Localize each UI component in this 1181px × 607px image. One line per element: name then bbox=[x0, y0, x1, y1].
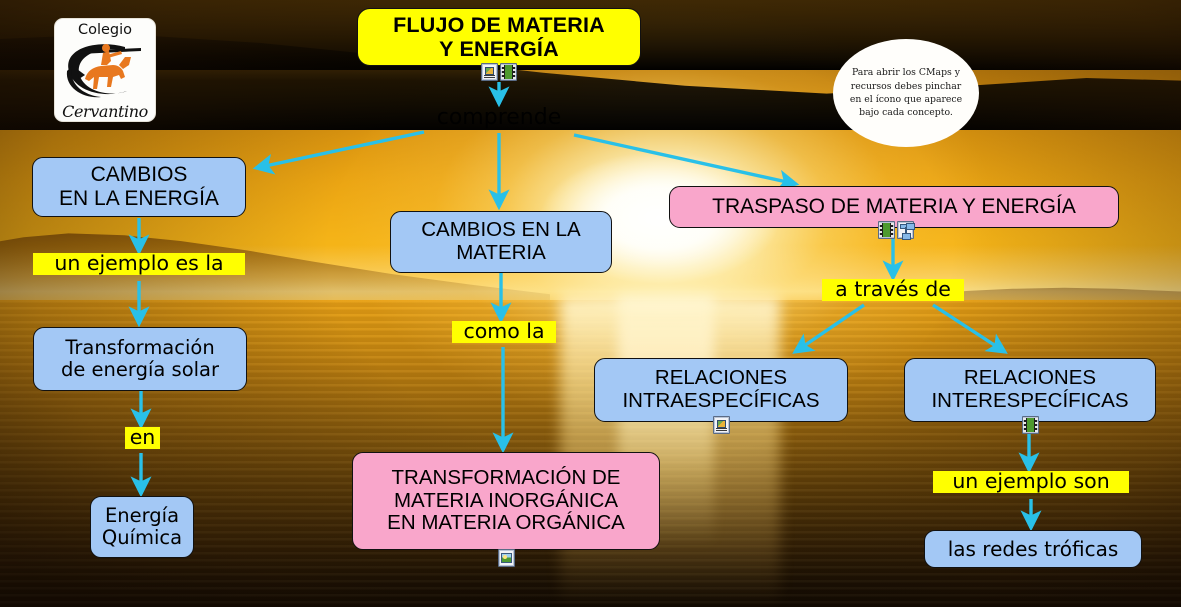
icon-row-title bbox=[479, 62, 519, 81]
document-icon[interactable] bbox=[481, 62, 498, 81]
school-logo: Colegio Cervantino bbox=[54, 18, 156, 122]
concept-energia-quimica[interactable]: Energía Química bbox=[90, 496, 194, 558]
link-label-a-traves-de: a través de bbox=[822, 278, 964, 301]
icon-row-traspaso bbox=[876, 220, 916, 239]
concept-cambios-en-la-energia[interactable]: CAMBIOS EN LA ENERGÍA bbox=[32, 157, 246, 217]
concept-relaciones-intraespecificas[interactable]: RELACIONES INTRAESPECÍFICAS bbox=[594, 358, 848, 422]
instruction-note-bubble: Para abrir los CMaps y recursos debes pi… bbox=[833, 39, 979, 147]
film-icon[interactable] bbox=[500, 62, 517, 81]
concept-cambios-en-la-materia[interactable]: CAMBIOS EN LA MATERIA bbox=[390, 211, 612, 273]
instruction-note-text: Para abrir los CMaps y recursos debes pi… bbox=[849, 67, 963, 119]
picture-icon[interactable] bbox=[497, 548, 515, 567]
icon-row-transformacion-inorganica bbox=[496, 548, 516, 567]
link-label-en: en bbox=[125, 426, 160, 449]
link-label-como-la: como la bbox=[452, 320, 556, 343]
edge-comprende-to-traspaso bbox=[573, 133, 800, 191]
concept-title-flujo-de-materia-y-energia[interactable]: FLUJO DE MATERIA Y ENERGÍA bbox=[357, 8, 641, 66]
quixote-on-horseback-emblem bbox=[66, 44, 141, 98]
icon-row-interespecificas bbox=[1020, 415, 1040, 434]
film-icon[interactable] bbox=[1021, 415, 1039, 434]
edge-comprende-to-cambios-energia bbox=[252, 130, 425, 175]
school-logo-top-text: Colegio bbox=[77, 22, 133, 38]
concept-relaciones-interespecificas[interactable]: RELACIONES INTERESPECÍFICAS bbox=[904, 358, 1156, 422]
concept-las-redes-troficas[interactable]: las redes tróficas bbox=[924, 530, 1142, 568]
link-label-un-ejemplo-es-la: un ejemplo es la bbox=[33, 252, 245, 275]
icon-row-intraespecificas bbox=[711, 415, 731, 434]
edge-a-traves-de-to-interespecificas bbox=[932, 303, 1008, 354]
edge-a-traves-de-to-intraespecificas bbox=[792, 303, 865, 354]
film-icon[interactable] bbox=[878, 220, 895, 239]
link-label-comprende: comprende bbox=[436, 105, 562, 130]
concept-transformacion-materia-inorganica[interactable]: TRANSFORMACIÓN DE MATERIA INORGÁNICA EN … bbox=[352, 452, 660, 550]
concept-map-icon[interactable] bbox=[897, 220, 914, 239]
document-icon[interactable] bbox=[712, 415, 730, 434]
school-logo-bottom-text: Cervantino bbox=[62, 102, 148, 121]
link-label-un-ejemplo-son: un ejemplo son bbox=[933, 470, 1129, 493]
concept-transformacion-de-energia-solar[interactable]: Transformación de energía solar bbox=[33, 327, 247, 391]
